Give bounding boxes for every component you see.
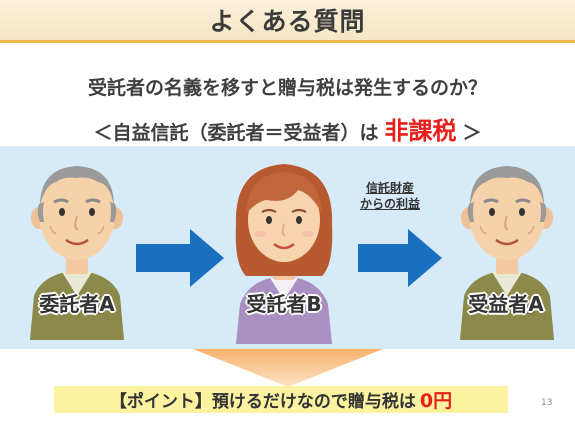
elderly-man-illustration-2 [460,166,554,340]
subline-suffix: ＞ [462,122,482,144]
question-text: 受託者の名義を移すと贈与税は発生するのか？ [87,77,487,99]
page-number: 13 [541,398,553,408]
title-bar: よくある質問 [0,0,575,40]
trust-note-line2: からの利益 [359,197,420,211]
down-arrow-icon [193,349,383,387]
trust-benefit-note: 信託財産 からの利益 [350,180,430,212]
trustee-label: 受託者B [246,292,322,316]
tax-free-highlight: 非課税 [384,117,457,145]
zero-yen-highlight: 0円 [419,390,453,412]
beneficiary-label: 受益者A [468,292,544,316]
woman-illustration [235,164,333,344]
subline: ＜自益信託（委託者＝受益者）は非課税＞ [0,111,575,146]
slide-title: よくある質問 [209,7,366,36]
title-underline [0,40,575,43]
transfer-arrow-icon [136,229,224,287]
subline-prefix: ＜自益信託（委託者＝受益者）は [93,122,379,144]
settlor-label: 委託者A [39,292,115,316]
benefit-arrow-icon [358,229,442,287]
elderly-man-illustration [30,166,124,340]
trust-note-line1: 信託財産 [365,181,414,195]
point-text: 【ポイント】預けるだけなので贈与税は [109,392,416,412]
